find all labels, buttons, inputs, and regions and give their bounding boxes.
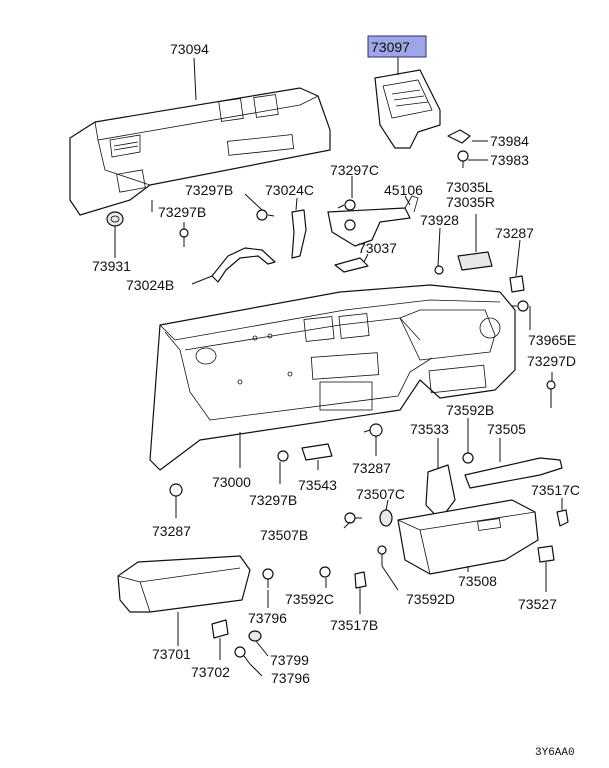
clip-73517B[interactable] [354,571,367,589]
label-73297D: 73297D [527,353,576,369]
diagram-code: 3Y6AA0 [535,747,575,759]
label-73507B: 73507B [260,527,308,543]
clip-73592C[interactable] [319,566,331,578]
label-73543: 73543 [298,477,337,493]
label-73024B: 73024B [126,277,174,293]
leader-lines [114,57,563,677]
bolt-73297C[interactable] [337,199,356,211]
label-73508: 73508 [458,573,497,589]
bolt-73965E[interactable] [512,300,529,312]
label-73796-b: 73796 [271,670,310,686]
label-73287-c: 73287 [152,523,191,539]
bolt-73287-left[interactable] [169,483,183,504]
label-73533: 73533 [410,421,449,437]
label-73297C: 73297C [330,162,379,178]
screw-73983[interactable] [457,150,469,168]
grommet-73799[interactable] [248,630,262,642]
bracket-45106[interactable] [327,195,419,247]
label-73035R: 73035R [446,194,495,210]
side-bezel-part[interactable] [374,69,441,149]
label-73297B-b: 73297B [158,204,206,220]
instrument-panel-main[interactable] [149,284,516,471]
label-73297B-c: 73297B [249,492,297,508]
bolt-73507B[interactable] [344,512,362,524]
label-73701: 73701 [152,646,191,662]
label-73796-a: 73796 [248,610,287,626]
label-73517B: 73517B [330,617,378,633]
label-73965E: 73965E [528,332,576,348]
bracket-73024B[interactable] [211,247,276,283]
clip-73517C[interactable] [556,509,569,527]
cover-73035[interactable] [457,251,493,271]
label-73297B-a: 73297B [185,182,233,198]
label-73035L: 73035L [446,179,493,195]
clip-73928[interactable] [434,265,444,275]
grommet-73931[interactable] [106,211,124,227]
bracket-73702[interactable] [211,619,229,639]
upper-dash-panel[interactable] [69,87,331,216]
label-45106: 45106 [384,182,423,198]
bolt-73297B-left[interactable] [179,228,189,247]
bolt-73796-lower[interactable] [234,646,251,665]
grommet-73287-right[interactable] [509,275,525,293]
part-labels: 73097 73094 73984 73983 73297C 45106 730… [92,35,580,759]
label-73983: 73983 [490,152,529,168]
label-73037: 73037 [358,240,397,256]
label-73287-a: 73287 [495,225,534,241]
label-73505: 73505 [487,421,526,437]
highlight-box-73097 [367,35,427,58]
label-73000: 73000 [212,474,251,490]
bracket-73024C[interactable] [291,209,307,259]
label-73507C: 73507C [356,486,405,502]
label-73702: 73702 [191,664,230,680]
bolt-73297B-lower[interactable] [277,450,289,462]
lower-cover-73701[interactable] [117,555,251,613]
label-73984: 73984 [490,133,529,149]
label-73094: 73094 [170,41,209,57]
label-73592D: 73592D [406,591,455,607]
label-73517C: 73517C [531,482,580,498]
label-73592C: 73592C [285,591,334,607]
striker-73505[interactable] [464,457,563,489]
bracket-73543[interactable] [301,443,333,461]
clip-73984[interactable] [447,129,471,144]
label-73527: 73527 [518,596,557,612]
label-73024C: 73024C [265,182,314,198]
grommet-73507C[interactable] [379,509,393,527]
clip-73592B[interactable] [462,452,474,464]
bolt-73297B-top[interactable] [256,209,275,221]
glove-box-73508[interactable] [397,499,539,575]
screw-73592D[interactable] [377,545,387,566]
label-73931: 73931 [92,258,131,274]
bolt-73796-upper[interactable] [262,568,274,588]
side-cover-73533[interactable] [425,464,456,521]
label-73799: 73799 [270,652,309,668]
label-73592B: 73592B [446,402,494,418]
cover-73037[interactable] [334,257,369,273]
label-73928: 73928 [420,212,459,228]
label-73287-b: 73287 [352,460,391,476]
bolt-73287-center[interactable] [363,423,383,437]
label-73097: 73097 [371,39,410,55]
screw-73297D[interactable] [546,380,556,408]
hinge-73527[interactable] [537,545,555,563]
